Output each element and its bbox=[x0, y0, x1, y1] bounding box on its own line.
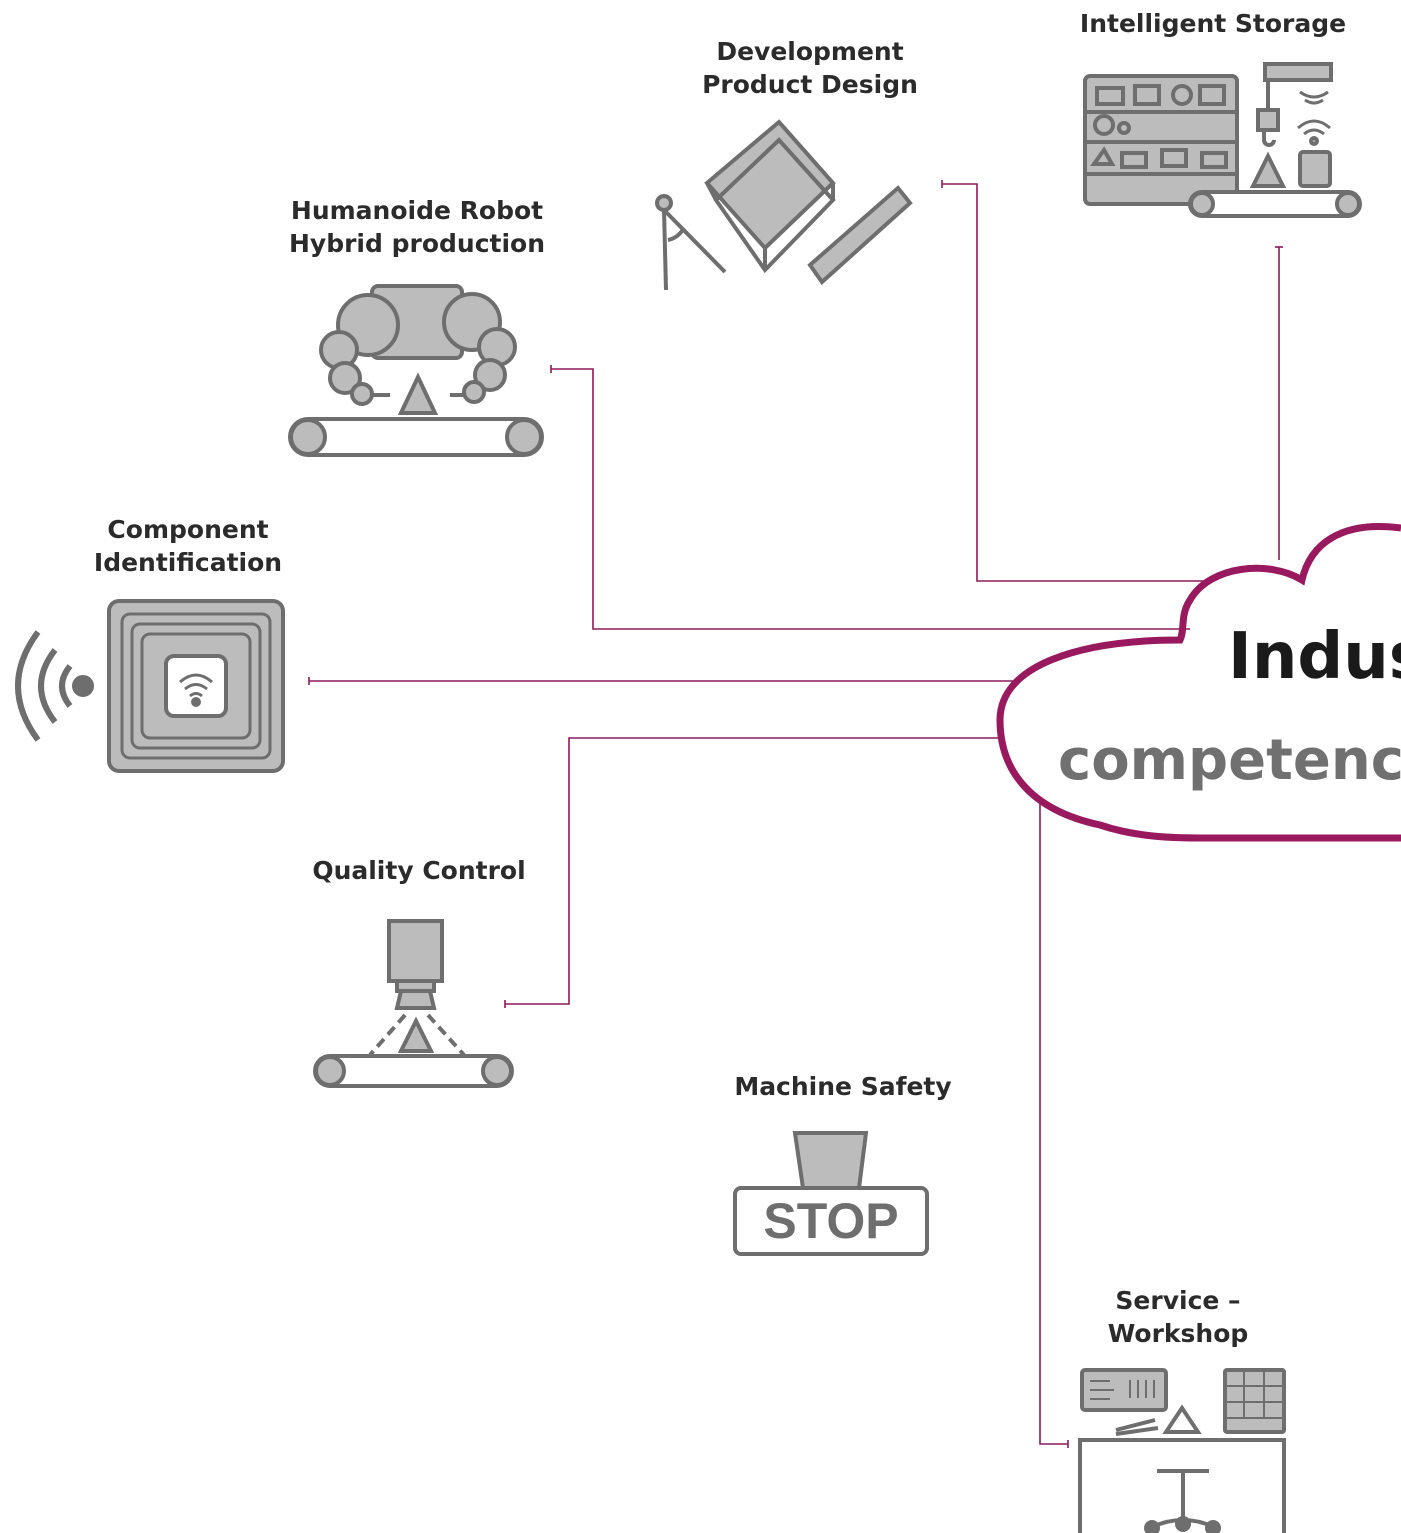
connector-lines bbox=[308, 180, 1283, 1448]
workshop-bench-icon bbox=[1078, 1368, 1286, 1533]
stop-button-icon bbox=[733, 1131, 929, 1256]
intelligent-storage-label: Intelligent Storage bbox=[1079, 9, 1347, 38]
cloud-subtitle: competence bbox=[1058, 728, 1401, 793]
rfid-chip-icon bbox=[15, 599, 285, 773]
component-identification-label: Component Identification bbox=[93, 515, 283, 577]
connector-quality bbox=[505, 737, 1000, 1005]
cloud-shape bbox=[996, 523, 1401, 842]
connector-development bbox=[942, 183, 1210, 582]
quality-control-label: Quality Control bbox=[312, 856, 526, 885]
stop-text: STOP bbox=[763, 1193, 899, 1249]
service-workshop-label: Service – Workshop bbox=[1107, 1286, 1249, 1348]
cloud-title: Indust bbox=[1228, 620, 1401, 694]
humanoid-label: Humanoide Robot Hybrid production bbox=[288, 196, 546, 258]
camera-inspection-icon bbox=[313, 919, 514, 1088]
humanoid-robot-icon bbox=[288, 284, 544, 457]
design-cube-icon bbox=[655, 119, 913, 291]
storage-icon bbox=[1083, 62, 1362, 218]
machine-safety-label: Machine Safety bbox=[734, 1072, 952, 1101]
connector-service bbox=[1039, 800, 1068, 1445]
connector-humanoid bbox=[551, 368, 1190, 630]
development-label: Development Product Design bbox=[702, 37, 918, 99]
